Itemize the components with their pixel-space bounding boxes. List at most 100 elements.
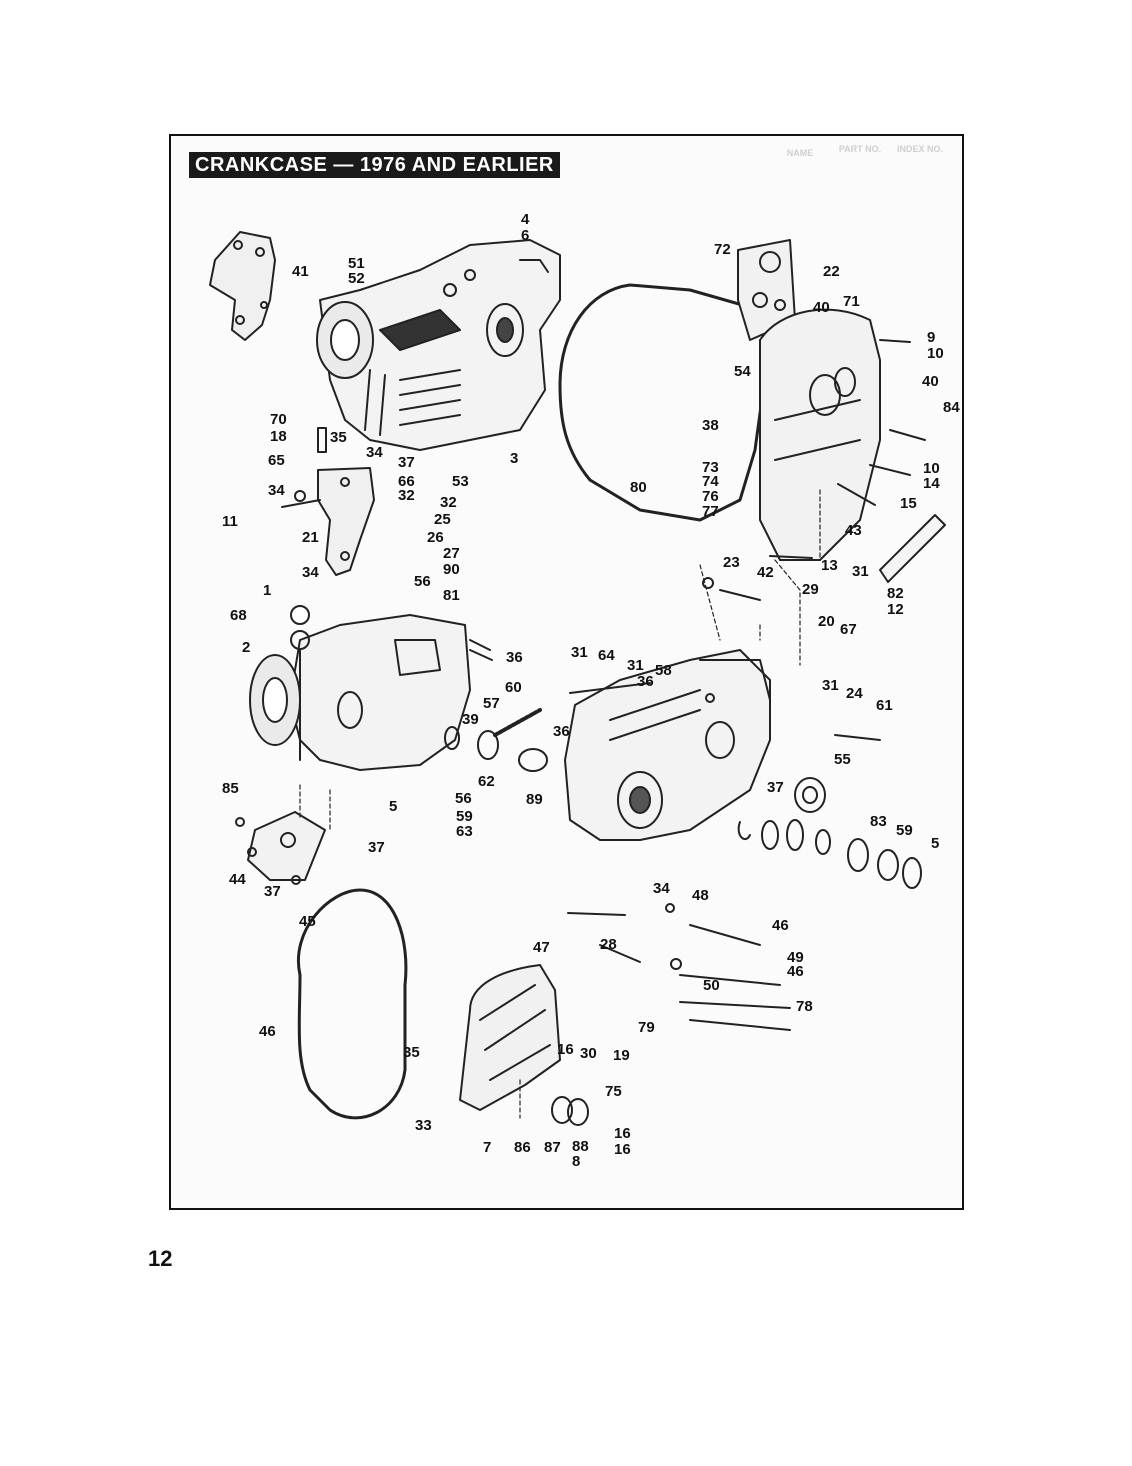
callout: 45 (299, 913, 316, 930)
callout: 50 (703, 977, 720, 994)
callout: 24 (846, 685, 863, 702)
callout: 25 (434, 511, 451, 528)
callout: 62 (478, 773, 495, 790)
callout: 28 (600, 936, 617, 953)
gearcase-cover-gasket (558, 283, 772, 522)
callout: 15 (900, 495, 917, 512)
callout: 37 (767, 779, 784, 796)
callout: 30 (580, 1045, 597, 1062)
callout: 37 (264, 883, 281, 900)
callout: 31 (571, 644, 588, 661)
dashed-leaders (299, 489, 821, 1119)
callout: 1 (263, 582, 271, 599)
callout: 5 (389, 798, 397, 815)
callout: 59 (456, 808, 473, 825)
callout: 10 (927, 345, 944, 362)
callout: 37 (398, 454, 415, 471)
callout: 89 (526, 791, 543, 808)
callout: 44 (229, 871, 246, 888)
callout: 56 (414, 573, 431, 590)
callout: 49 (787, 949, 804, 966)
callout: 31 (627, 657, 644, 674)
callout: 46 (787, 963, 804, 980)
callout: 65 (268, 452, 285, 469)
callout: 40 (813, 299, 830, 316)
seals (551, 1096, 589, 1126)
callout: 27 (443, 545, 460, 562)
callout: 57 (483, 695, 500, 712)
callout: 63 (456, 823, 473, 840)
callout: 37 (368, 839, 385, 856)
callout: 73 (702, 459, 719, 476)
callout: 47 (533, 939, 550, 956)
callout: 10 (923, 460, 940, 477)
primary-cover (459, 964, 561, 1111)
callout: 46 (259, 1023, 276, 1040)
callout: 16 (557, 1041, 574, 1058)
crankcase-left-half-lower (249, 605, 493, 771)
callout: 9 (927, 329, 935, 346)
callout: 33 (415, 1117, 432, 1134)
callout: 68 (230, 607, 247, 624)
callout: 11 (222, 513, 238, 530)
callout: 85 (222, 780, 239, 797)
callout: 51 (348, 255, 365, 272)
callout: 76 (702, 488, 719, 505)
page-title: CRANKCASE — 1976 AND EARLIER (189, 152, 560, 178)
callout: 84 (943, 399, 960, 416)
callout: 23 (723, 554, 740, 571)
callout: 14 (923, 475, 940, 492)
callout: 2 (242, 639, 250, 656)
callout: 38 (702, 417, 719, 434)
callout: 6 (521, 227, 529, 244)
bearing-and-spring (444, 708, 542, 760)
callout: 70 (270, 411, 287, 428)
callout: 79 (638, 1019, 655, 1036)
callout: 31 (822, 677, 839, 694)
callout: 56 (455, 790, 472, 807)
callout: 16 (614, 1125, 631, 1142)
callout: 72 (714, 241, 731, 258)
callout: 55 (834, 751, 851, 768)
callout: 80 (630, 479, 647, 496)
callout: 58 (655, 662, 672, 679)
callout: 67 (840, 621, 857, 638)
callout: 34 (268, 482, 285, 499)
callout: 48 (692, 887, 709, 904)
callout: 34 (366, 444, 383, 461)
callout: 42 (757, 564, 774, 581)
callout: 18 (270, 428, 287, 445)
callout: 32 (440, 494, 457, 511)
crankcase-left-half-upper (316, 239, 561, 451)
callout: 20 (818, 613, 835, 630)
header-index-no: INDEX NO. (896, 144, 943, 154)
callout: 77 (702, 503, 719, 520)
callout: 41 (292, 263, 309, 280)
front-motor-mount (281, 427, 375, 576)
bottom-cover-plate (235, 811, 326, 885)
callout: 19 (613, 1047, 630, 1064)
callout: 60 (505, 679, 522, 696)
callout: 61 (876, 697, 893, 714)
callout: 29 (802, 581, 819, 598)
callout: 90 (443, 561, 460, 578)
callout: 22 (823, 263, 840, 280)
callout: 86 (514, 1139, 531, 1156)
callout: 64 (598, 647, 615, 664)
callout: 83 (870, 813, 887, 830)
callout: 26 (427, 529, 444, 546)
callout: 36 (506, 649, 523, 666)
callout: 82 (887, 585, 904, 602)
callout: 36 (553, 723, 570, 740)
callout: 74 (702, 473, 719, 490)
callout: 21 (302, 529, 319, 546)
callout: 59 (896, 822, 913, 839)
callout: 35 (330, 429, 347, 446)
header-part-no: PART NO. (838, 144, 882, 154)
primary-cover-gasket (297, 888, 408, 1120)
callout: 5 (931, 835, 939, 852)
callout: 52 (348, 270, 365, 287)
bearing-stack (518, 748, 922, 889)
callout: 88 (572, 1138, 589, 1155)
callout: 4 (521, 211, 530, 228)
